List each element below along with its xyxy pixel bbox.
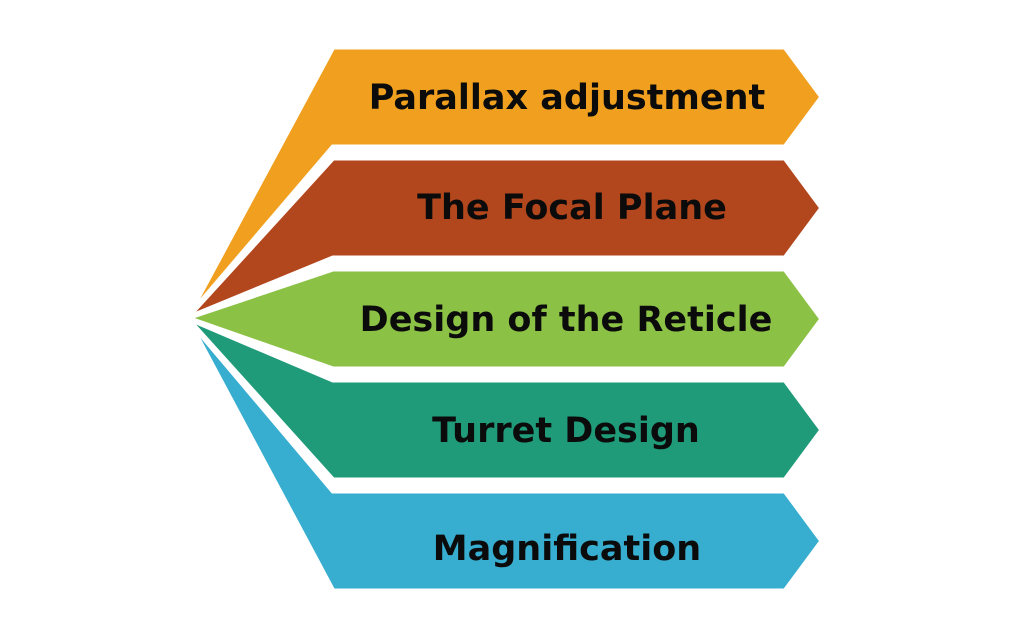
band-design-of-the-reticle: Design of the Reticle bbox=[179, 266, 826, 372]
band-design-of-the-reticle-shape bbox=[179, 266, 826, 372]
band-turret-design: Turret Design bbox=[185, 315, 826, 483]
band-parallax-adjustment-label: Parallax adjustment bbox=[369, 78, 766, 118]
band-parallax-adjustment-shape bbox=[184, 44, 826, 320]
band-magnification-label: Magnification bbox=[433, 529, 701, 569]
band-the-focal-plane: The Focal Plane bbox=[185, 155, 826, 321]
band-turret-design-shape bbox=[185, 315, 826, 483]
band-parallax-adjustment: Parallax adjustment bbox=[184, 44, 826, 320]
band-design-of-the-reticle-label: Design of the Reticle bbox=[360, 300, 773, 340]
band-magnification: Magnification bbox=[184, 316, 826, 594]
band-turret-design-label: Turret Design bbox=[432, 411, 700, 451]
band-the-focal-plane-label: The Focal Plane bbox=[417, 188, 727, 228]
band-magnification-shape bbox=[184, 316, 826, 594]
band-the-focal-plane-shape bbox=[185, 155, 826, 321]
